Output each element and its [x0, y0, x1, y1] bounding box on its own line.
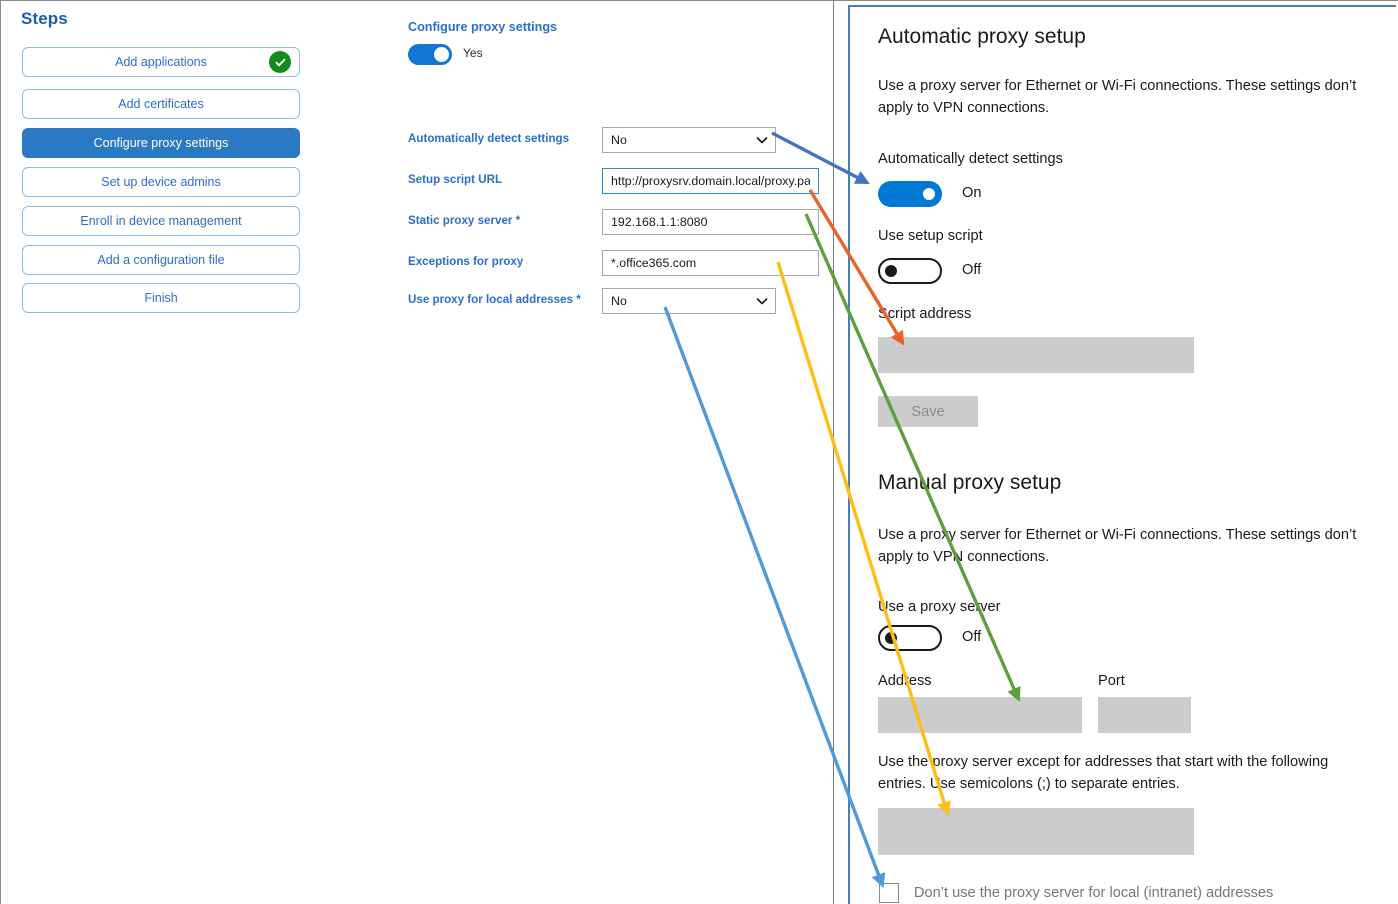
required-asterisk: * — [572, 293, 581, 306]
auto-detect-settings-toggle[interactable] — [878, 181, 942, 207]
check-circle-icon — [269, 51, 291, 73]
step-button-add-certificates[interactable]: Add certificates — [22, 89, 300, 119]
step-label: Add applications — [115, 55, 207, 69]
field-label-exceptions-for-proxy: Exceptions for proxy — [408, 255, 523, 268]
auto-detect-settings-state: On — [962, 185, 982, 201]
step-button-enroll-in-device-management[interactable]: Enroll in device management — [22, 206, 300, 236]
select-automatically-detect-settings[interactable]: No — [602, 127, 776, 153]
field-row-use-proxy-for-local-addresses: Use proxy for local addresses * No — [334, 288, 833, 314]
field-label-use-proxy-for-local-addresses: Use proxy for local addresses * — [408, 293, 581, 306]
required-asterisk: * — [512, 214, 521, 227]
select-value: No — [611, 133, 627, 147]
input-value: *.office365.com — [611, 256, 697, 270]
step-button-finish[interactable]: Finish — [22, 283, 300, 313]
step-button-configure-proxy-settings[interactable]: Configure proxy settings — [22, 128, 300, 158]
steps-title: Steps — [21, 9, 68, 28]
step-label: Finish — [144, 291, 178, 305]
window-left-border — [0, 0, 1, 904]
manual-proxy-setup-description: Use a proxy server for Ethernet or Wi-Fi… — [878, 527, 1357, 565]
address-input[interactable] — [878, 697, 1082, 733]
select-value: No — [611, 294, 627, 308]
label-text: Setup script URL — [408, 173, 503, 186]
use-setup-script-toggle[interactable] — [878, 258, 942, 284]
window-top-border — [0, 0, 1398, 1]
configure-proxy-toggle-label: Yes — [463, 46, 483, 60]
label-text: Exceptions for proxy — [408, 255, 524, 268]
proxy-form-pane: Configure proxy settings Yes Automatical… — [334, 0, 833, 904]
step-label: Configure proxy settings — [93, 136, 229, 150]
manual-proxy-setup-heading: Manual proxy setup — [878, 471, 1062, 494]
label-text: Static proxy server — [408, 214, 513, 227]
automatic-proxy-setup-heading: Automatic proxy setup — [878, 25, 1086, 48]
save-button[interactable]: Save — [878, 396, 978, 427]
use-a-proxy-server-state: Off — [962, 629, 982, 645]
field-label-static-proxy-server: Static proxy server * — [408, 214, 520, 227]
toggle-knob — [885, 265, 897, 277]
field-label-automatically-detect-settings: Automatically detect settings — [408, 132, 569, 145]
use-setup-script-label: Use setup script — [878, 228, 983, 244]
script-address-label: Script address — [878, 306, 972, 322]
vertical-divider — [833, 0, 834, 904]
step-label: Enroll in device management — [80, 214, 242, 228]
field-row-automatically-detect-settings: Automatically detect settings No — [334, 127, 833, 153]
proxy-exceptions-description: Use the proxy server except for addresse… — [878, 754, 1329, 792]
use-setup-script-state: Off — [962, 262, 982, 278]
form-heading: Configure proxy settings — [408, 20, 558, 34]
port-input[interactable] — [1098, 697, 1191, 733]
step-button-add-a-configuration-file[interactable]: Add a configuration file — [22, 245, 300, 275]
automatic-proxy-setup-description: Use a proxy server for Ethernet or Wi-Fi… — [878, 78, 1357, 116]
field-row-static-proxy-server: Static proxy server * 192.168.1.1:8080 — [334, 209, 833, 235]
toggle-knob — [434, 47, 449, 62]
input-static-proxy-server[interactable]: 192.168.1.1:8080 — [602, 209, 819, 235]
step-label: Add certificates — [118, 97, 204, 111]
label-text: Automatically detect settings — [408, 132, 570, 145]
proxy-exceptions-input[interactable] — [878, 808, 1194, 855]
step-label: Add a configuration file — [97, 253, 225, 267]
toggle-knob — [885, 632, 897, 644]
field-label-setup-script-url: Setup script URL — [408, 173, 502, 186]
windows-proxy-settings-panel: Automatic proxy setup Use a proxy server… — [848, 5, 1396, 904]
configure-proxy-toggle[interactable] — [408, 44, 452, 65]
use-a-proxy-server-toggle[interactable] — [878, 625, 942, 651]
toggle-knob — [923, 188, 935, 200]
step-button-add-applications[interactable]: Add applications — [22, 47, 300, 77]
chevron-down-icon — [756, 295, 768, 307]
chevron-down-icon — [756, 134, 768, 146]
step-button-set-up-device-admins[interactable]: Set up device admins — [22, 167, 300, 197]
step-label: Set up device admins — [101, 175, 221, 189]
select-use-proxy-for-local-addresses[interactable]: No — [602, 288, 776, 314]
input-value: 192.168.1.1:8080 — [611, 215, 708, 229]
field-row-setup-script-url: Setup script URL http://proxysrv.domain.l… — [334, 168, 833, 194]
input-setup-script-url[interactable]: http://proxysrv.domain.local/proxy.pa — [602, 168, 819, 194]
field-row-exceptions-for-proxy: Exceptions for proxy *.office365.com — [334, 250, 833, 276]
bypass-local-label: Don’t use the proxy server for local (in… — [914, 885, 1274, 901]
use-a-proxy-server-label: Use a proxy server — [878, 599, 1001, 615]
input-exceptions-for-proxy[interactable]: *.office365.com — [602, 250, 819, 276]
auto-detect-settings-label: Automatically detect settings — [878, 151, 1063, 167]
port-label: Port — [1098, 673, 1125, 689]
address-label: Address — [878, 673, 932, 689]
script-address-input[interactable] — [878, 337, 1194, 373]
bypass-local-checkbox[interactable] — [879, 883, 899, 903]
input-value: http://proxysrv.domain.local/proxy.pa — [611, 174, 810, 188]
label-text: Use proxy for local addresses — [408, 293, 573, 306]
